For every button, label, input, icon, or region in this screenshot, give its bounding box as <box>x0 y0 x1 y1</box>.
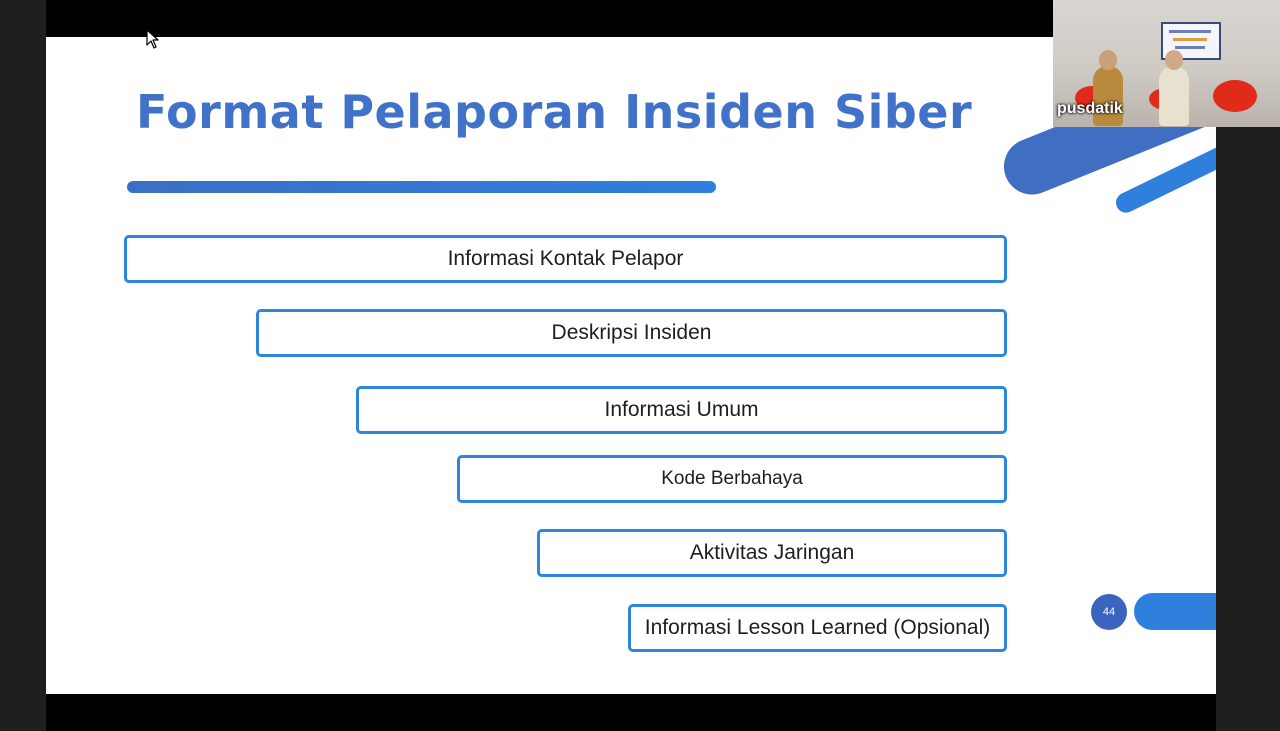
person-right-head <box>1165 50 1183 70</box>
page-number-bar <box>1134 593 1216 630</box>
step-box-informasi-umum: Informasi Umum <box>356 386 1007 434</box>
step-box-deskripsi-insiden: Deskripsi Insiden <box>256 309 1007 357</box>
step-box-lesson-learned: Informasi Lesson Learned (Opsional) <box>628 604 1007 652</box>
person-right <box>1159 66 1189 126</box>
page-number-badge: 44 <box>1091 594 1127 630</box>
participant-video-tile[interactable]: pusdatik <box>1053 0 1280 127</box>
letterbox-bottom <box>46 694 1216 731</box>
step-label: Aktivitas Jaringan <box>690 541 855 565</box>
shared-slide: Format Pelaporan Insiden Siber Informasi… <box>46 37 1216 694</box>
step-box-kode-berbahaya: Kode Berbahaya <box>457 455 1007 503</box>
participant-name-label: pusdatik <box>1057 100 1123 118</box>
slide-title: Format Pelaporan Insiden Siber <box>136 85 972 139</box>
step-label: Informasi Lesson Learned (Opsional) <box>645 616 991 640</box>
step-box-aktivitas-jaringan: Aktivitas Jaringan <box>537 529 1007 577</box>
step-label: Kode Berbahaya <box>661 468 803 490</box>
step-label: Deskripsi Insiden <box>552 321 712 345</box>
step-box-informasi-kontak-pelapor: Informasi Kontak Pelapor <box>124 235 1007 283</box>
red-chair <box>1213 80 1257 112</box>
letterbox-top <box>46 0 1216 37</box>
person-left-head <box>1099 50 1117 70</box>
step-label: Informasi Kontak Pelapor <box>448 247 684 271</box>
title-underline <box>127 181 716 193</box>
mouse-pointer-icon <box>146 29 160 49</box>
step-label: Informasi Umum <box>604 398 758 422</box>
